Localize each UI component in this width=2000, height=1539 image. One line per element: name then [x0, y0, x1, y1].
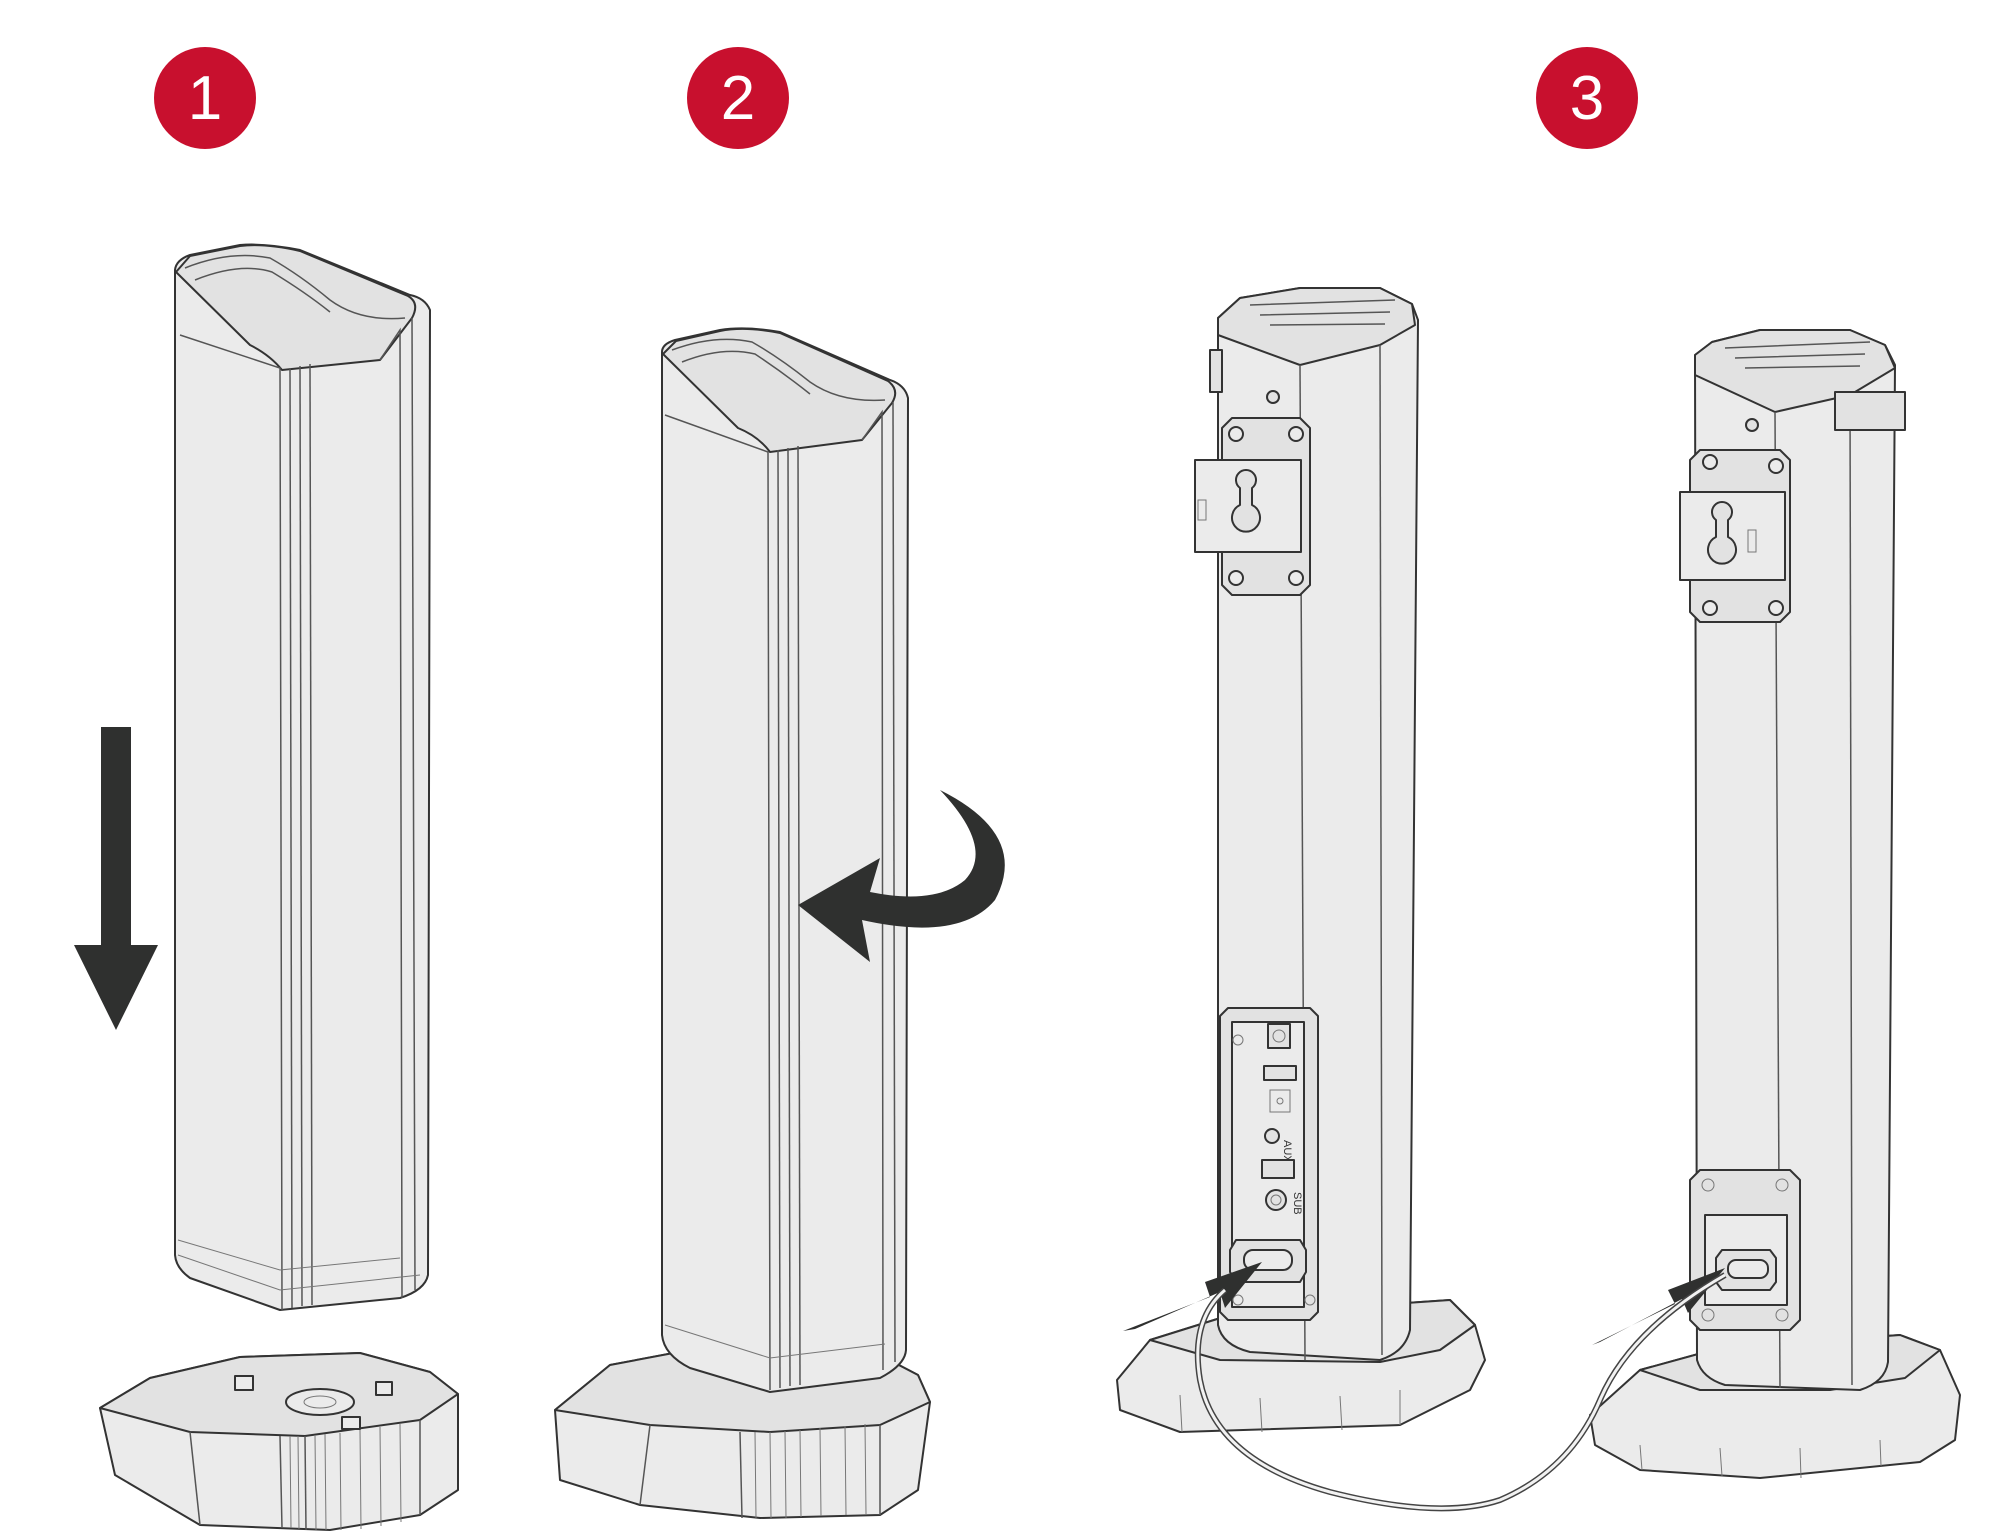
right-plug-in-arrow	[1592, 1268, 1725, 1345]
sub-port-label: SUB	[1291, 1192, 1303, 1215]
rotate-arrow	[798, 790, 1005, 962]
down-arrow	[74, 727, 158, 1030]
connection-cable-highlight	[1196, 1273, 1726, 1510]
step-1-badge: 1	[154, 47, 256, 149]
step-3-right-speaker-tower	[1679, 329, 1906, 1391]
step-3-left-speaker-tower: AUX SUB	[1194, 287, 1419, 1361]
step-2-number: 2	[720, 63, 756, 133]
step-2-speaker-tower	[661, 327, 909, 1393]
step-3-badge: 3	[1536, 47, 1638, 149]
left-plug-in-arrow	[1123, 1262, 1262, 1331]
step-1-base	[99, 1352, 459, 1531]
step-3-number: 3	[1569, 63, 1605, 133]
step-1-speaker-tower	[174, 243, 431, 1311]
step-2-badge: 2	[687, 47, 789, 149]
aux-port-label: AUX	[1281, 1140, 1293, 1163]
step-1-number: 1	[187, 63, 223, 133]
